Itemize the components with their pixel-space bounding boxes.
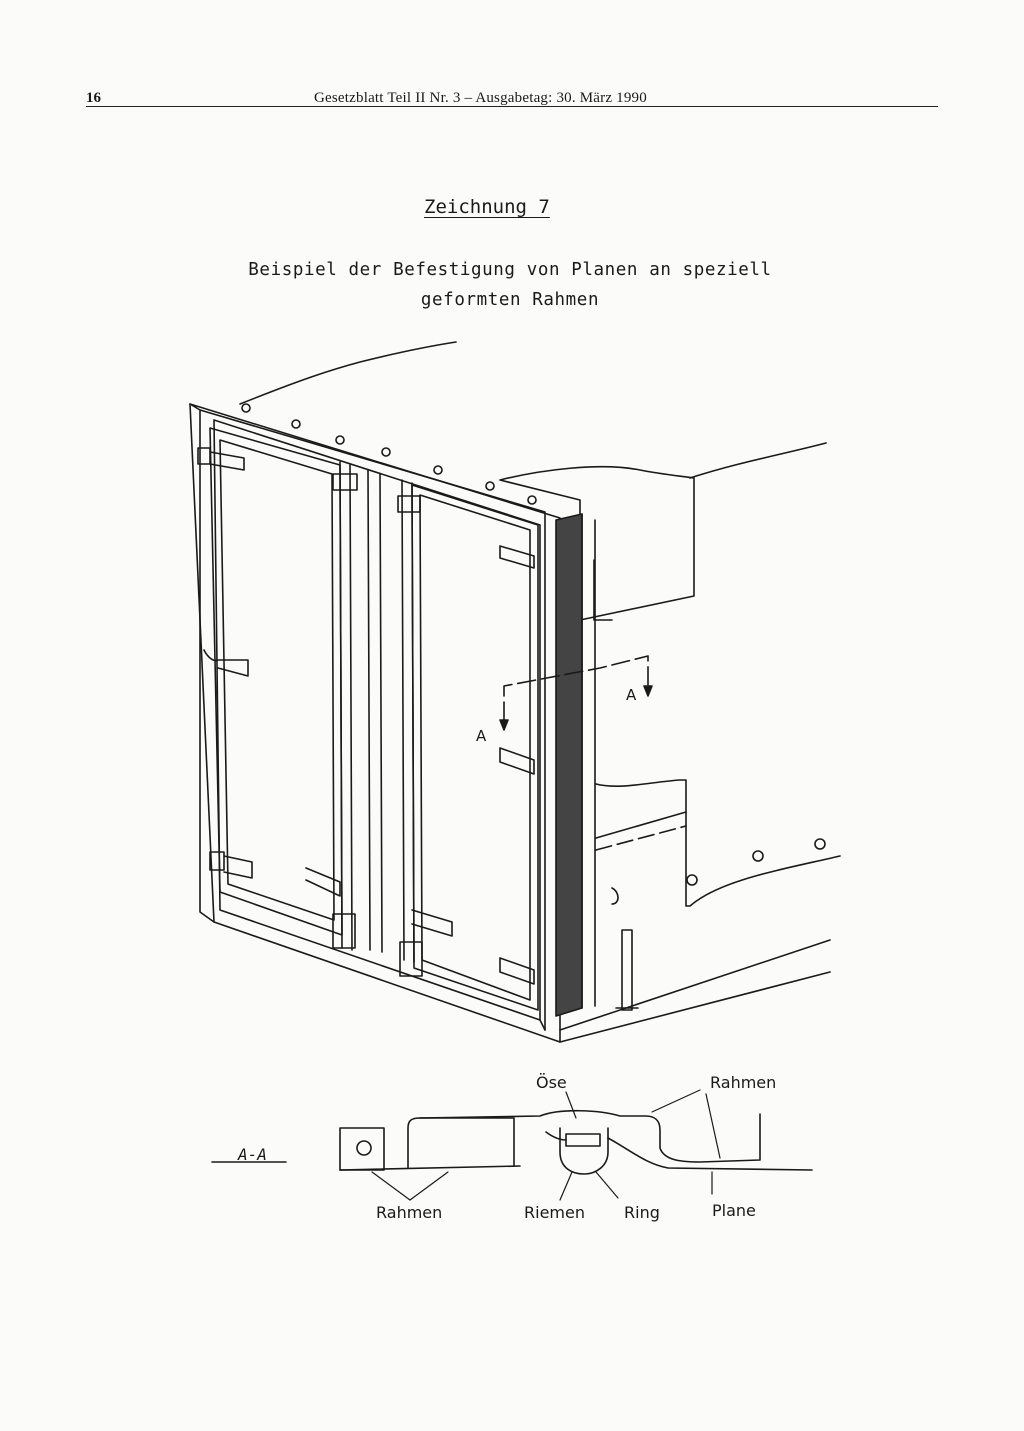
left-door xyxy=(209,427,343,936)
section-marker-a-left: A xyxy=(476,727,487,745)
hinge-straps xyxy=(197,447,535,985)
section-marker-a-right: A xyxy=(626,686,637,704)
drawing-title: Zeichnung 7 xyxy=(424,196,550,218)
caption-line-1: Beispiel der Befestigung von Planen an s… xyxy=(248,260,772,280)
section-line xyxy=(499,655,653,731)
gazette-header-title: Gesetzblatt Teil II Nr. 3 – Ausgabetag: … xyxy=(314,90,647,106)
leader-lines xyxy=(371,1089,721,1201)
cross-section-drawing xyxy=(339,1109,813,1175)
top-eyelets xyxy=(241,403,537,505)
label-riemen: Riemen xyxy=(524,1203,585,1222)
label-oese: Öse xyxy=(536,1073,567,1092)
drawing-caption: Beispiel der Befestigung von Planen an s… xyxy=(190,255,830,315)
label-ring: Ring xyxy=(624,1203,660,1222)
section-label-a-a: A-A xyxy=(237,1145,267,1164)
center-posts xyxy=(339,461,415,963)
caption-line-2: geformten Rahmen xyxy=(420,290,600,310)
label-rahmen-bottom: Rahmen xyxy=(376,1203,442,1222)
header-rule xyxy=(86,106,938,107)
right-door xyxy=(411,484,539,1011)
label-rahmen-top: Rahmen xyxy=(710,1073,776,1092)
tarpaulin-corner-block xyxy=(499,465,695,621)
page-header: 16 Gesetzblatt Teil II Nr. 3 – Ausgabeta… xyxy=(86,86,938,110)
tarpaulin-top-edge xyxy=(239,341,457,405)
label-plane: Plane xyxy=(712,1201,756,1220)
tarpaulin-right-edge xyxy=(689,442,827,479)
side-wall xyxy=(555,513,841,1043)
page-number: 16 xyxy=(86,90,101,106)
